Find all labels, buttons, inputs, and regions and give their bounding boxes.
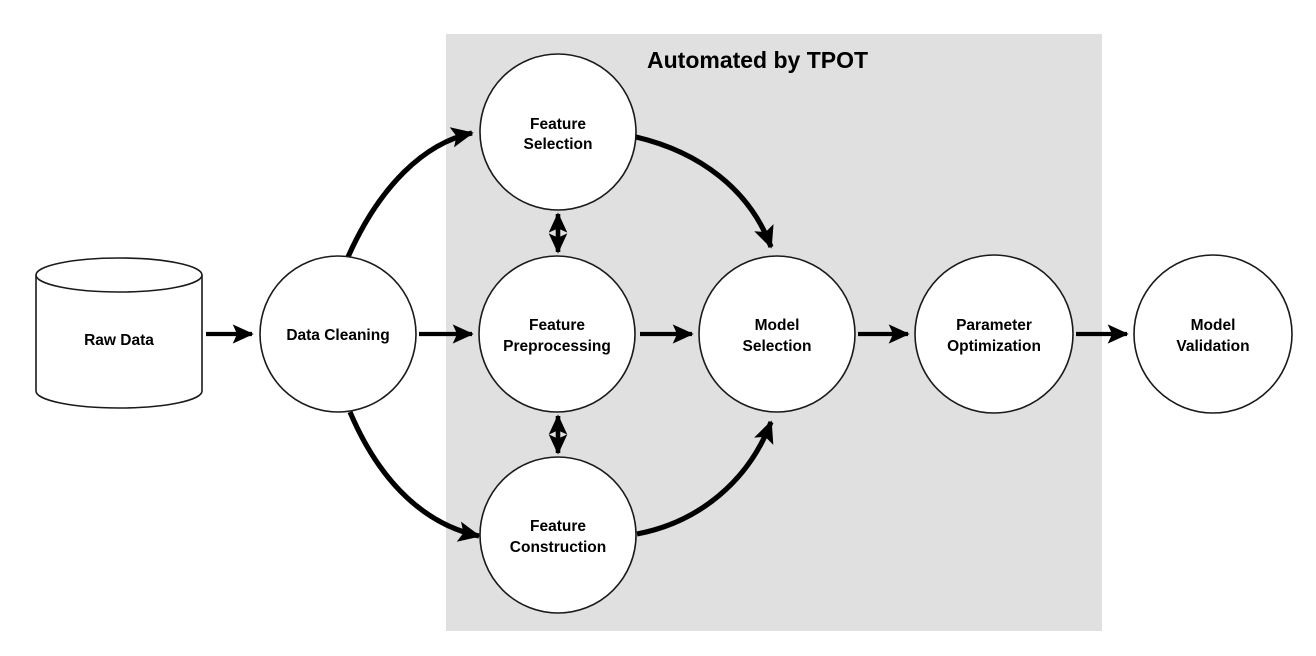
node-label-feature-selection-line2: Selection	[524, 136, 593, 153]
node-parameter-optimization[interactable]: Parameter Optimization	[914, 254, 1074, 414]
node-feature-construction[interactable]: Feature Construction	[479, 456, 637, 614]
node-feature-preprocessing[interactable]: Feature Preprocessing	[478, 255, 636, 413]
node-label-model-selection-line2: Selection	[743, 338, 812, 355]
node-raw-data[interactable]: Raw Data	[35, 257, 203, 409]
node-label-data-cleaning: Data Cleaning	[286, 327, 389, 344]
node-label-feature-selection-line1: Feature	[530, 116, 586, 133]
node-model-validation[interactable]: Model Validation	[1133, 254, 1293, 414]
node-label-parameter-optimization-line1: Parameter	[956, 317, 1032, 334]
node-model-selection[interactable]: Model Selection	[698, 255, 856, 413]
node-label-parameter-optimization-line2: Optimization	[947, 338, 1041, 355]
edge-data-cleaning-to-feature-selection	[345, 127, 474, 259]
node-label-feature-construction-line2: Construction	[510, 539, 606, 556]
node-label-feature-preprocessing-line1: Feature	[529, 317, 585, 334]
edge-feature-selection-to-model-selection	[635, 134, 774, 249]
node-label-feature-construction-line1: Feature	[530, 518, 586, 535]
node-label-model-validation-line2: Validation	[1176, 338, 1249, 355]
edge-data-cleaning-to-feature-construction	[347, 410, 481, 542]
node-label-model-selection-line1: Model	[755, 317, 800, 334]
node-label-model-validation-line1: Model	[1191, 317, 1236, 334]
edge-feature-construction-to-model-selection	[636, 420, 774, 537]
node-feature-selection[interactable]: Feature Selection	[479, 53, 637, 211]
node-label-feature-preprocessing-line2: Preprocessing	[503, 338, 611, 355]
group-title-label: Automated by TPOT	[647, 47, 868, 73]
node-data-cleaning[interactable]: Data Cleaning	[259, 255, 417, 413]
node-label-raw-data: Raw Data	[84, 332, 154, 349]
